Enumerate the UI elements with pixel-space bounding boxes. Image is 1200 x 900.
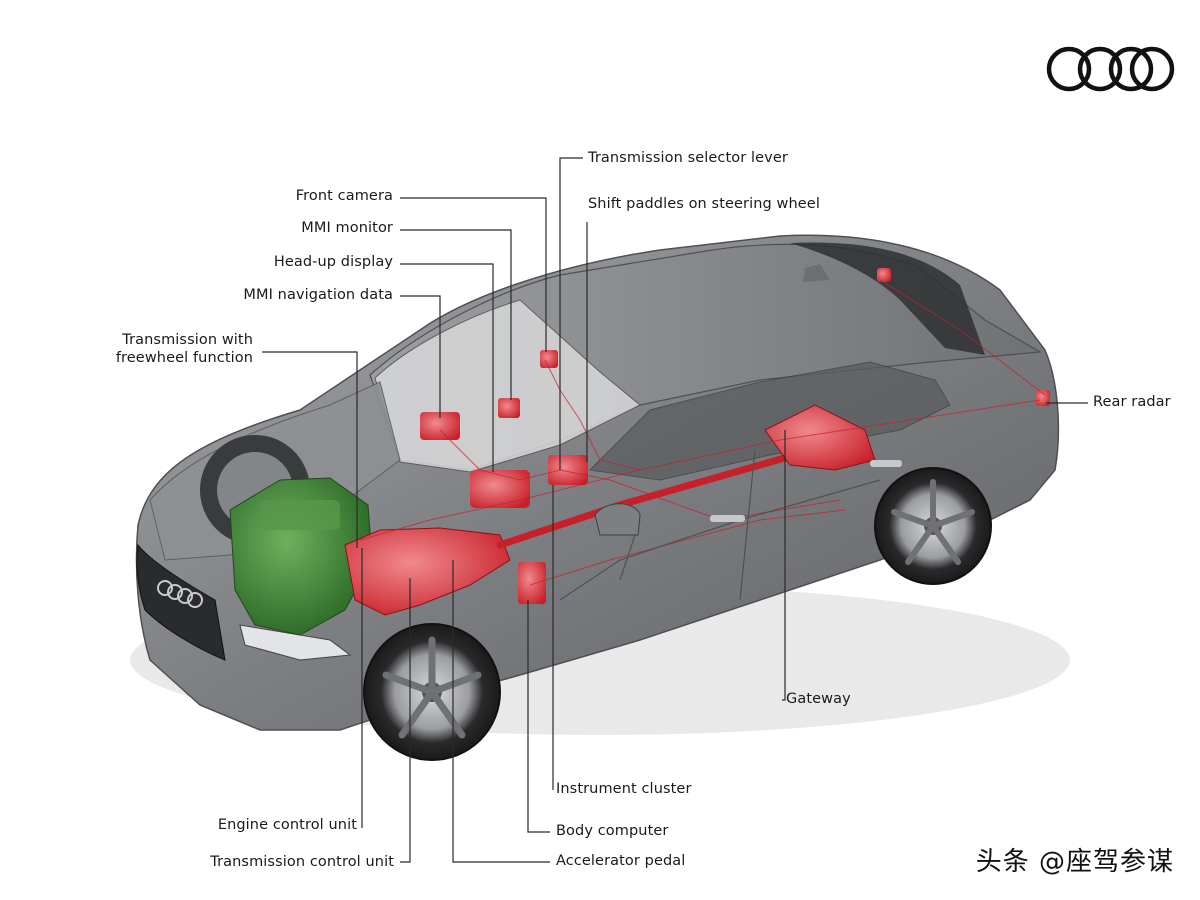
- mmi-navigation-unit: [420, 412, 460, 440]
- side-windows: [588, 361, 951, 481]
- label-body-computer: Body computer: [556, 823, 669, 839]
- headlight: [239, 624, 352, 661]
- label-shift-paddles: Shift paddles on steering wheel: [588, 196, 820, 212]
- label-instrument-cluster: Instrument cluster: [556, 781, 692, 797]
- label-transmission-control-unit: Transmission control unit: [210, 854, 394, 870]
- door-handle-rear: [870, 460, 902, 467]
- gear-selector-unit: [548, 455, 588, 485]
- rear-wheel: [874, 467, 992, 585]
- side-mirror: [594, 503, 641, 536]
- label-accelerator-pedal: Accelerator pedal: [556, 853, 686, 869]
- label-gateway: Gateway: [786, 691, 851, 707]
- rear-window: [790, 242, 985, 355]
- door-handle-front: [710, 515, 745, 522]
- label-transmission-freewheel: Transmission with freewheel function: [115, 332, 253, 366]
- body-computer-unit: [518, 562, 546, 604]
- rear-brake-light-unit: [877, 268, 891, 282]
- label-transmission-selector-lever: Transmission selector lever: [588, 150, 788, 166]
- transmission: [344, 527, 511, 616]
- leader-lines: [262, 157, 1088, 863]
- antenna: [803, 264, 830, 282]
- front-wheel: [363, 623, 501, 761]
- label-rear-radar: Rear radar: [1093, 394, 1171, 410]
- label-front-camera: Front camera: [295, 188, 393, 204]
- label-mmi-monitor: MMI monitor: [301, 220, 393, 236]
- front-camera-unit: [540, 350, 558, 368]
- label-engine-control-unit: Engine control unit: [217, 817, 357, 833]
- label-head-up-display: Head-up display: [273, 254, 393, 270]
- watermark: 头条 @座驾参谋: [975, 847, 1174, 877]
- grille-rings-icon: [157, 580, 203, 608]
- label-mmi-navigation-data: MMI navigation data: [243, 287, 393, 303]
- head-up-display-unit: [470, 470, 530, 508]
- rear-radar-unit: [1036, 390, 1050, 406]
- four-rings-logo-icon: [1046, 46, 1175, 92]
- mmi-monitor-unit: [498, 398, 520, 418]
